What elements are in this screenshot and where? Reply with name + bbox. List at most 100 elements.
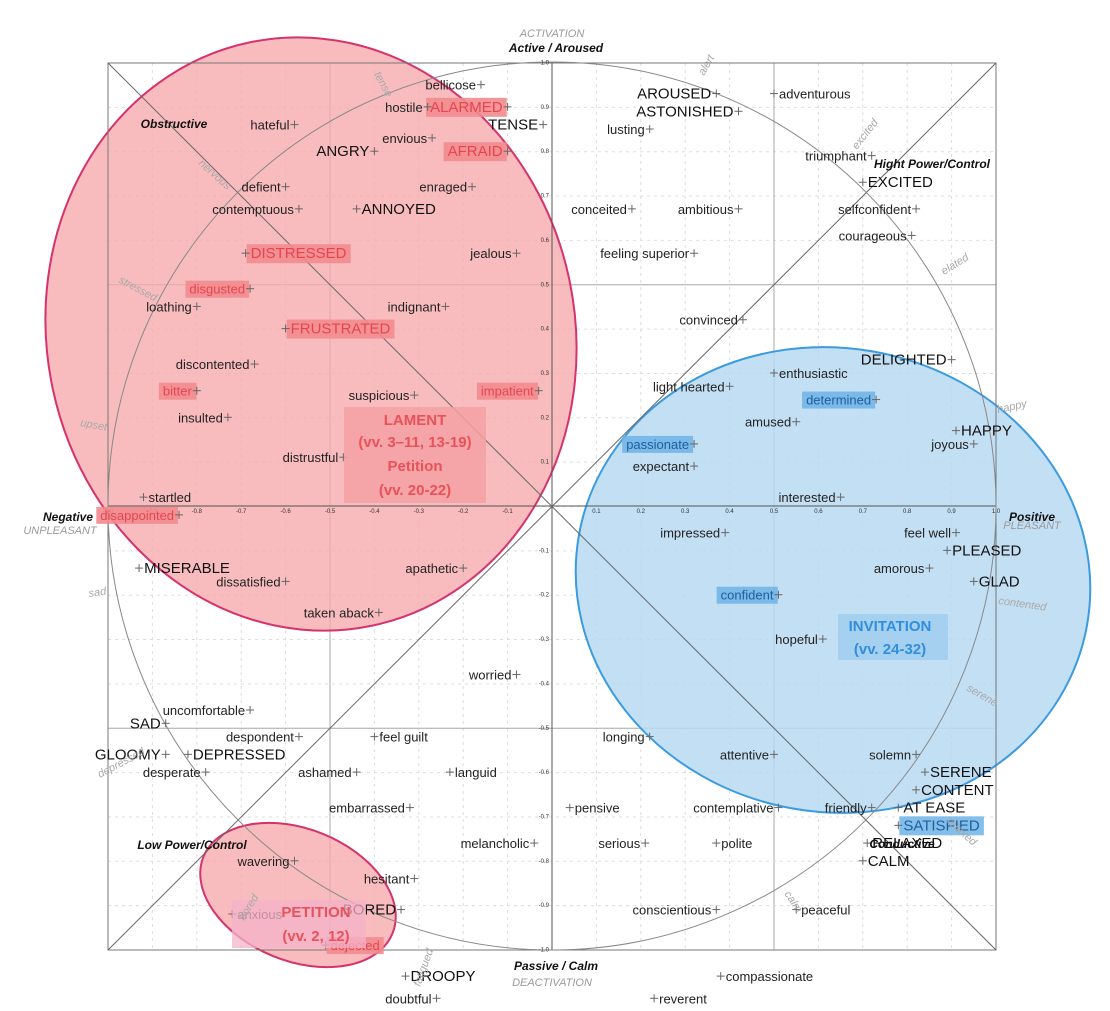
x-tick-label: -0.7	[236, 509, 247, 515]
emotion-label: melancholic	[461, 836, 530, 851]
top-right-label: Hight Power/Control	[874, 157, 991, 171]
emotion-label: feel guilt	[379, 730, 428, 745]
emotion-highlight	[899, 816, 984, 836]
emotion-label: joyous	[930, 437, 969, 452]
x-tick-label: -0.8	[192, 509, 203, 515]
emotion-label: doubtful	[385, 991, 431, 1006]
emotion-label: suspicious	[349, 388, 410, 403]
emotion-label: wavering	[236, 854, 289, 869]
emotion-label: light hearted	[653, 379, 725, 394]
petition-title: PETITION	[281, 904, 350, 921]
emotion-label: MISERABLE	[144, 560, 230, 577]
emotion-label: loathing	[146, 299, 192, 314]
y-tick-label: -0.5	[539, 726, 550, 732]
emotion-highlight	[246, 244, 351, 264]
lament-region	[44, 36, 578, 632]
axes	[107, 61, 997, 951]
emotion-label: peaceful	[801, 903, 850, 918]
lament-title: LAMENT	[384, 412, 447, 429]
emotion-label: jealous	[469, 246, 512, 261]
x-tick-label: 1.0	[992, 509, 1001, 515]
y-tick-label: 0.2	[541, 415, 550, 421]
emotion-label: worried	[468, 668, 512, 683]
y-tick-label: 0.8	[541, 149, 550, 155]
emotion-label: despondent	[226, 730, 294, 745]
emotion-label: discontented	[176, 357, 250, 372]
x-tick-label: 0.8	[903, 509, 912, 515]
emotion-highlight	[286, 319, 395, 339]
y-tick-label: -0.8	[539, 859, 550, 865]
emotion-label: CALM	[868, 853, 910, 870]
invitation-verses: (vv. 24-32)	[854, 641, 926, 658]
circle-label-sad: sad	[88, 585, 108, 599]
left-label: Negative	[43, 510, 93, 524]
emotion-label: bellicose	[425, 78, 476, 93]
lament-petition-title: Petition	[388, 458, 443, 475]
emotion-label: impressed	[660, 526, 720, 541]
bottom-label: Passive / Calm	[514, 959, 598, 973]
circumplex-circle	[107, 61, 997, 951]
emotion-highlight	[185, 280, 250, 298]
emotion-label: contemptuous	[212, 202, 294, 217]
emotion-highlight	[426, 97, 507, 117]
emotion-label: DEPRESSED	[193, 746, 286, 763]
emotion-label: lusting	[607, 122, 645, 137]
emotion-highlight	[96, 506, 179, 524]
emotion-label: courageous	[839, 228, 907, 243]
emotion-label: HAPPY	[961, 423, 1012, 440]
circle-label-alert: alert	[696, 52, 718, 77]
emotion-label: longing	[603, 730, 645, 745]
x-tick-label: -0.6	[280, 509, 291, 515]
emotion-label: SAD	[130, 715, 161, 732]
emotion-label: DROOPY	[410, 968, 475, 985]
emotion-label: amorous	[874, 561, 925, 576]
bottom-sub-label: DEACTIVATION	[512, 977, 592, 989]
emotion-label: reverent	[659, 991, 707, 1006]
emotion-label: hesitant	[364, 872, 410, 887]
y-tick-label: -0.6	[539, 770, 550, 776]
emotion-label: impatient	[481, 384, 534, 399]
y-tick-label: -0.9	[539, 903, 550, 909]
y-tick-label: 0.6	[541, 238, 550, 244]
invitation-title: INVITATION	[849, 618, 932, 635]
emotion-label: AROUSED	[637, 86, 711, 103]
emotion-label: serious	[598, 836, 640, 851]
x-tick-label: -0.3	[414, 509, 425, 515]
emotion-label: conceited	[571, 202, 627, 217]
y-tick-label: -0.7	[539, 814, 550, 820]
y-tick-label: -0.3	[539, 637, 550, 643]
lament-petition-verses: (vv. 20-22)	[379, 482, 451, 499]
y-tick-label: -0.4	[539, 681, 550, 687]
x-tick-label: -0.1	[502, 509, 513, 515]
emotion-label: DISTRESSED	[251, 245, 347, 262]
circle-label-upset: upset	[79, 417, 109, 434]
emotion-label: pensive	[575, 801, 620, 816]
emotion-label: triumphant	[805, 149, 867, 164]
x-tick-label: 0.3	[681, 509, 690, 515]
circle-label-excited: excited	[850, 116, 881, 152]
diagonal-power	[107, 62, 997, 951]
emotion-label: determined	[806, 393, 871, 408]
emotion-label: passionate	[626, 437, 689, 452]
emotion-label: CONTENT	[921, 782, 994, 799]
emotion-label: indignant	[388, 299, 441, 314]
top-left-label: Obstructive	[141, 117, 208, 131]
y-tick-label: 0.7	[541, 194, 550, 200]
emotion-label: disappointed	[100, 508, 174, 523]
emotion-label: dissatisfied	[216, 574, 280, 589]
emotion-label: conscientious	[632, 903, 711, 918]
x-tick-label: 0.1	[592, 509, 601, 515]
emotion-label: GLAD	[979, 573, 1020, 590]
emotion-label: adventurous	[779, 87, 851, 102]
emotion-label: enthusiastic	[779, 366, 848, 381]
emotion-label: ALARMED	[430, 99, 503, 116]
invitation-region	[574, 346, 1092, 814]
emotion-label: languid	[455, 765, 497, 780]
bottom-right-label: Conductive	[869, 837, 935, 851]
y-tick-label: 0.4	[541, 327, 550, 333]
emotion-label: DELIGHTED	[861, 352, 947, 369]
emotion-highlight	[158, 382, 197, 400]
bottom-left-label: Low Power/Control	[137, 838, 247, 852]
